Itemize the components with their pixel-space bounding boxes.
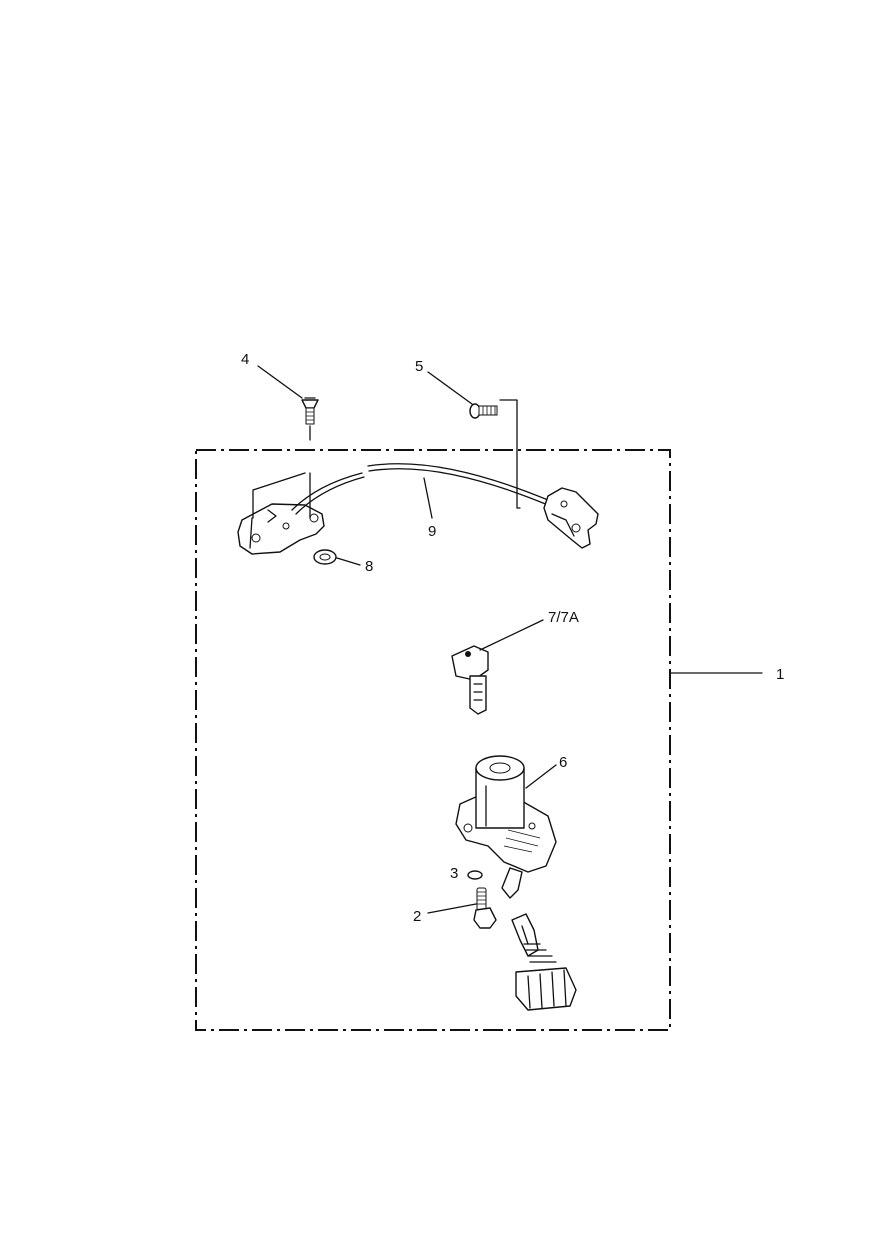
callout-7: 7/7A	[479, 609, 579, 651]
callout-label-8: 8	[365, 558, 373, 575]
switch-connector-part	[511, 913, 577, 1011]
countersunk-screw-part	[301, 397, 319, 441]
callout-label-7: 7/7A	[548, 609, 579, 626]
callout-3: 3	[450, 865, 458, 882]
key-part	[451, 645, 489, 715]
callout-1: 1	[669, 666, 784, 683]
callout-9: 9	[423, 477, 436, 540]
callout-label-6: 6	[559, 754, 567, 771]
callout-2: 2	[413, 903, 477, 925]
callout-5: 5	[415, 358, 473, 405]
callout-label-1: 1	[776, 666, 784, 683]
callout-label-3: 3	[450, 865, 458, 882]
seat-lock-cable-part	[237, 463, 599, 555]
washer-part	[313, 549, 337, 565]
callout-4: 4	[241, 351, 303, 399]
shear-bolt-part	[473, 887, 497, 929]
ignition-switch-part	[455, 755, 557, 899]
callout-label-4: 4	[241, 351, 249, 368]
callout-label-9: 9	[428, 523, 436, 540]
callout-label-2: 2	[413, 908, 421, 925]
callout-6: 6	[525, 754, 567, 789]
kit-boundary	[195, 449, 671, 1031]
callout-label-5: 5	[415, 358, 423, 375]
o-ring-part	[467, 870, 483, 880]
callout-8: 8	[336, 557, 373, 575]
pan-screw-part	[469, 399, 521, 509]
